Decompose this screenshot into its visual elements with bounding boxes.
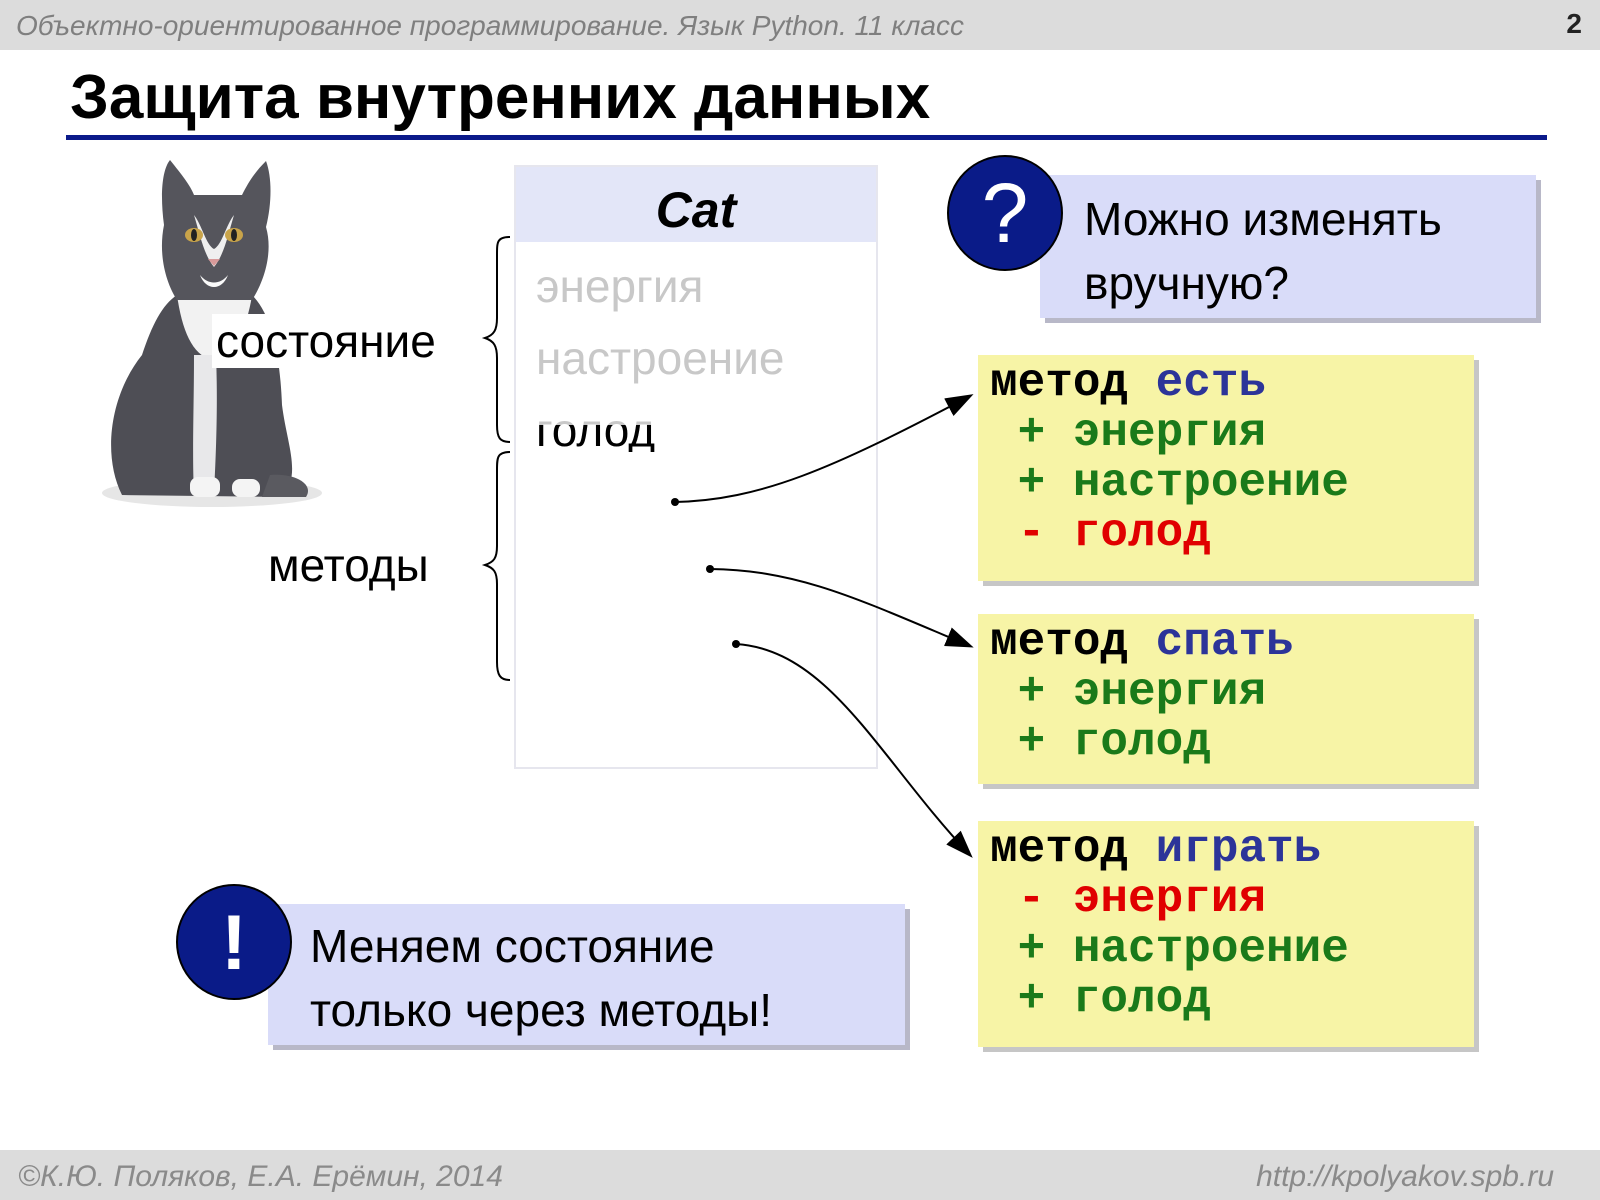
- title-underline: [66, 135, 1547, 140]
- effect-sign: +: [1017, 666, 1046, 718]
- question-line-1: Можно изменять: [1084, 193, 1442, 245]
- effect-attr: настроение: [1072, 923, 1349, 975]
- page-number: 2: [1566, 8, 1582, 39]
- methods-label: методы: [268, 539, 429, 591]
- attribute-mood: настроение: [536, 332, 785, 384]
- attribute-hunger: голод: [536, 404, 656, 456]
- note-callout: Меняем состояние только через методы!: [268, 904, 905, 1045]
- note-line-1: Меняем состояние: [310, 920, 715, 972]
- copyright: ©К.Ю. Поляков, Е.А. Ерёмин, 2014: [18, 1160, 503, 1193]
- effect-sign: +: [1017, 457, 1046, 509]
- effect-attr: энергия: [1072, 873, 1267, 925]
- exclamation-symbol: !: [221, 898, 247, 986]
- course-title: Объектно-ориентированное программировани…: [16, 10, 964, 41]
- attribute-hunger-cut: голод: [536, 425, 656, 456]
- state-brace: [481, 236, 511, 443]
- effect-attr: голод: [1072, 973, 1211, 1025]
- arrow-sleep: [709, 568, 974, 648]
- method-box-eat: метод есть + энергия + настроение - голо…: [978, 355, 1474, 581]
- class-header: Cat: [516, 167, 876, 242]
- note-line-2: только через методы!: [310, 984, 772, 1036]
- effect-attr: голод: [1072, 716, 1211, 768]
- method-box-sleep: метод спать + энергия + голод: [978, 614, 1474, 784]
- effect-attr: энергия: [1072, 666, 1267, 718]
- header-bar: Объектно-ориентированное программировани…: [0, 0, 1600, 50]
- method-name: есть: [1155, 357, 1267, 409]
- method-keyword: метод: [990, 616, 1129, 668]
- effect-sign: +: [1017, 716, 1046, 768]
- exclamation-icon: !: [176, 884, 292, 1000]
- arrow-eat: [674, 394, 974, 503]
- effect-sign: -: [1017, 507, 1046, 559]
- method-box-play: метод играть - энергия + настроение + го…: [978, 821, 1474, 1047]
- method-keyword: метод: [990, 357, 1129, 409]
- attribute-energy: энергия: [536, 260, 704, 312]
- arrow-play: [735, 643, 973, 858]
- method-keyword: метод: [990, 823, 1129, 875]
- question-symbol: ?: [981, 166, 1029, 260]
- methods-mask: [516, 452, 874, 690]
- method-name: спать: [1155, 616, 1294, 668]
- effect-sign: -: [1017, 873, 1046, 925]
- effect-attr: настроение: [1072, 457, 1349, 509]
- effect-sign: +: [1017, 923, 1046, 975]
- effect-attr: голод: [1072, 507, 1211, 559]
- question-icon: ?: [947, 155, 1063, 271]
- effect-sign: +: [1017, 973, 1046, 1025]
- question-line-2: вручную?: [1084, 257, 1289, 309]
- attribute-hunger-overlay: голод: [516, 425, 876, 459]
- footer-bar: ©К.Ю. Поляков, Е.А. Ерёмин, 2014 http://…: [0, 1150, 1600, 1200]
- slide-title: Защита внутренних данных: [70, 63, 931, 132]
- website-url: http://kpolyakov.spb.ru: [1256, 1160, 1554, 1193]
- question-callout: Можно изменять вручную?: [1040, 175, 1536, 318]
- methods-brace: [481, 451, 511, 681]
- state-label: состояние: [212, 314, 440, 368]
- effect-attr: энергия: [1072, 407, 1267, 459]
- class-name: Cat: [655, 182, 737, 238]
- method-name: играть: [1155, 823, 1322, 875]
- effect-sign: +: [1017, 407, 1046, 459]
